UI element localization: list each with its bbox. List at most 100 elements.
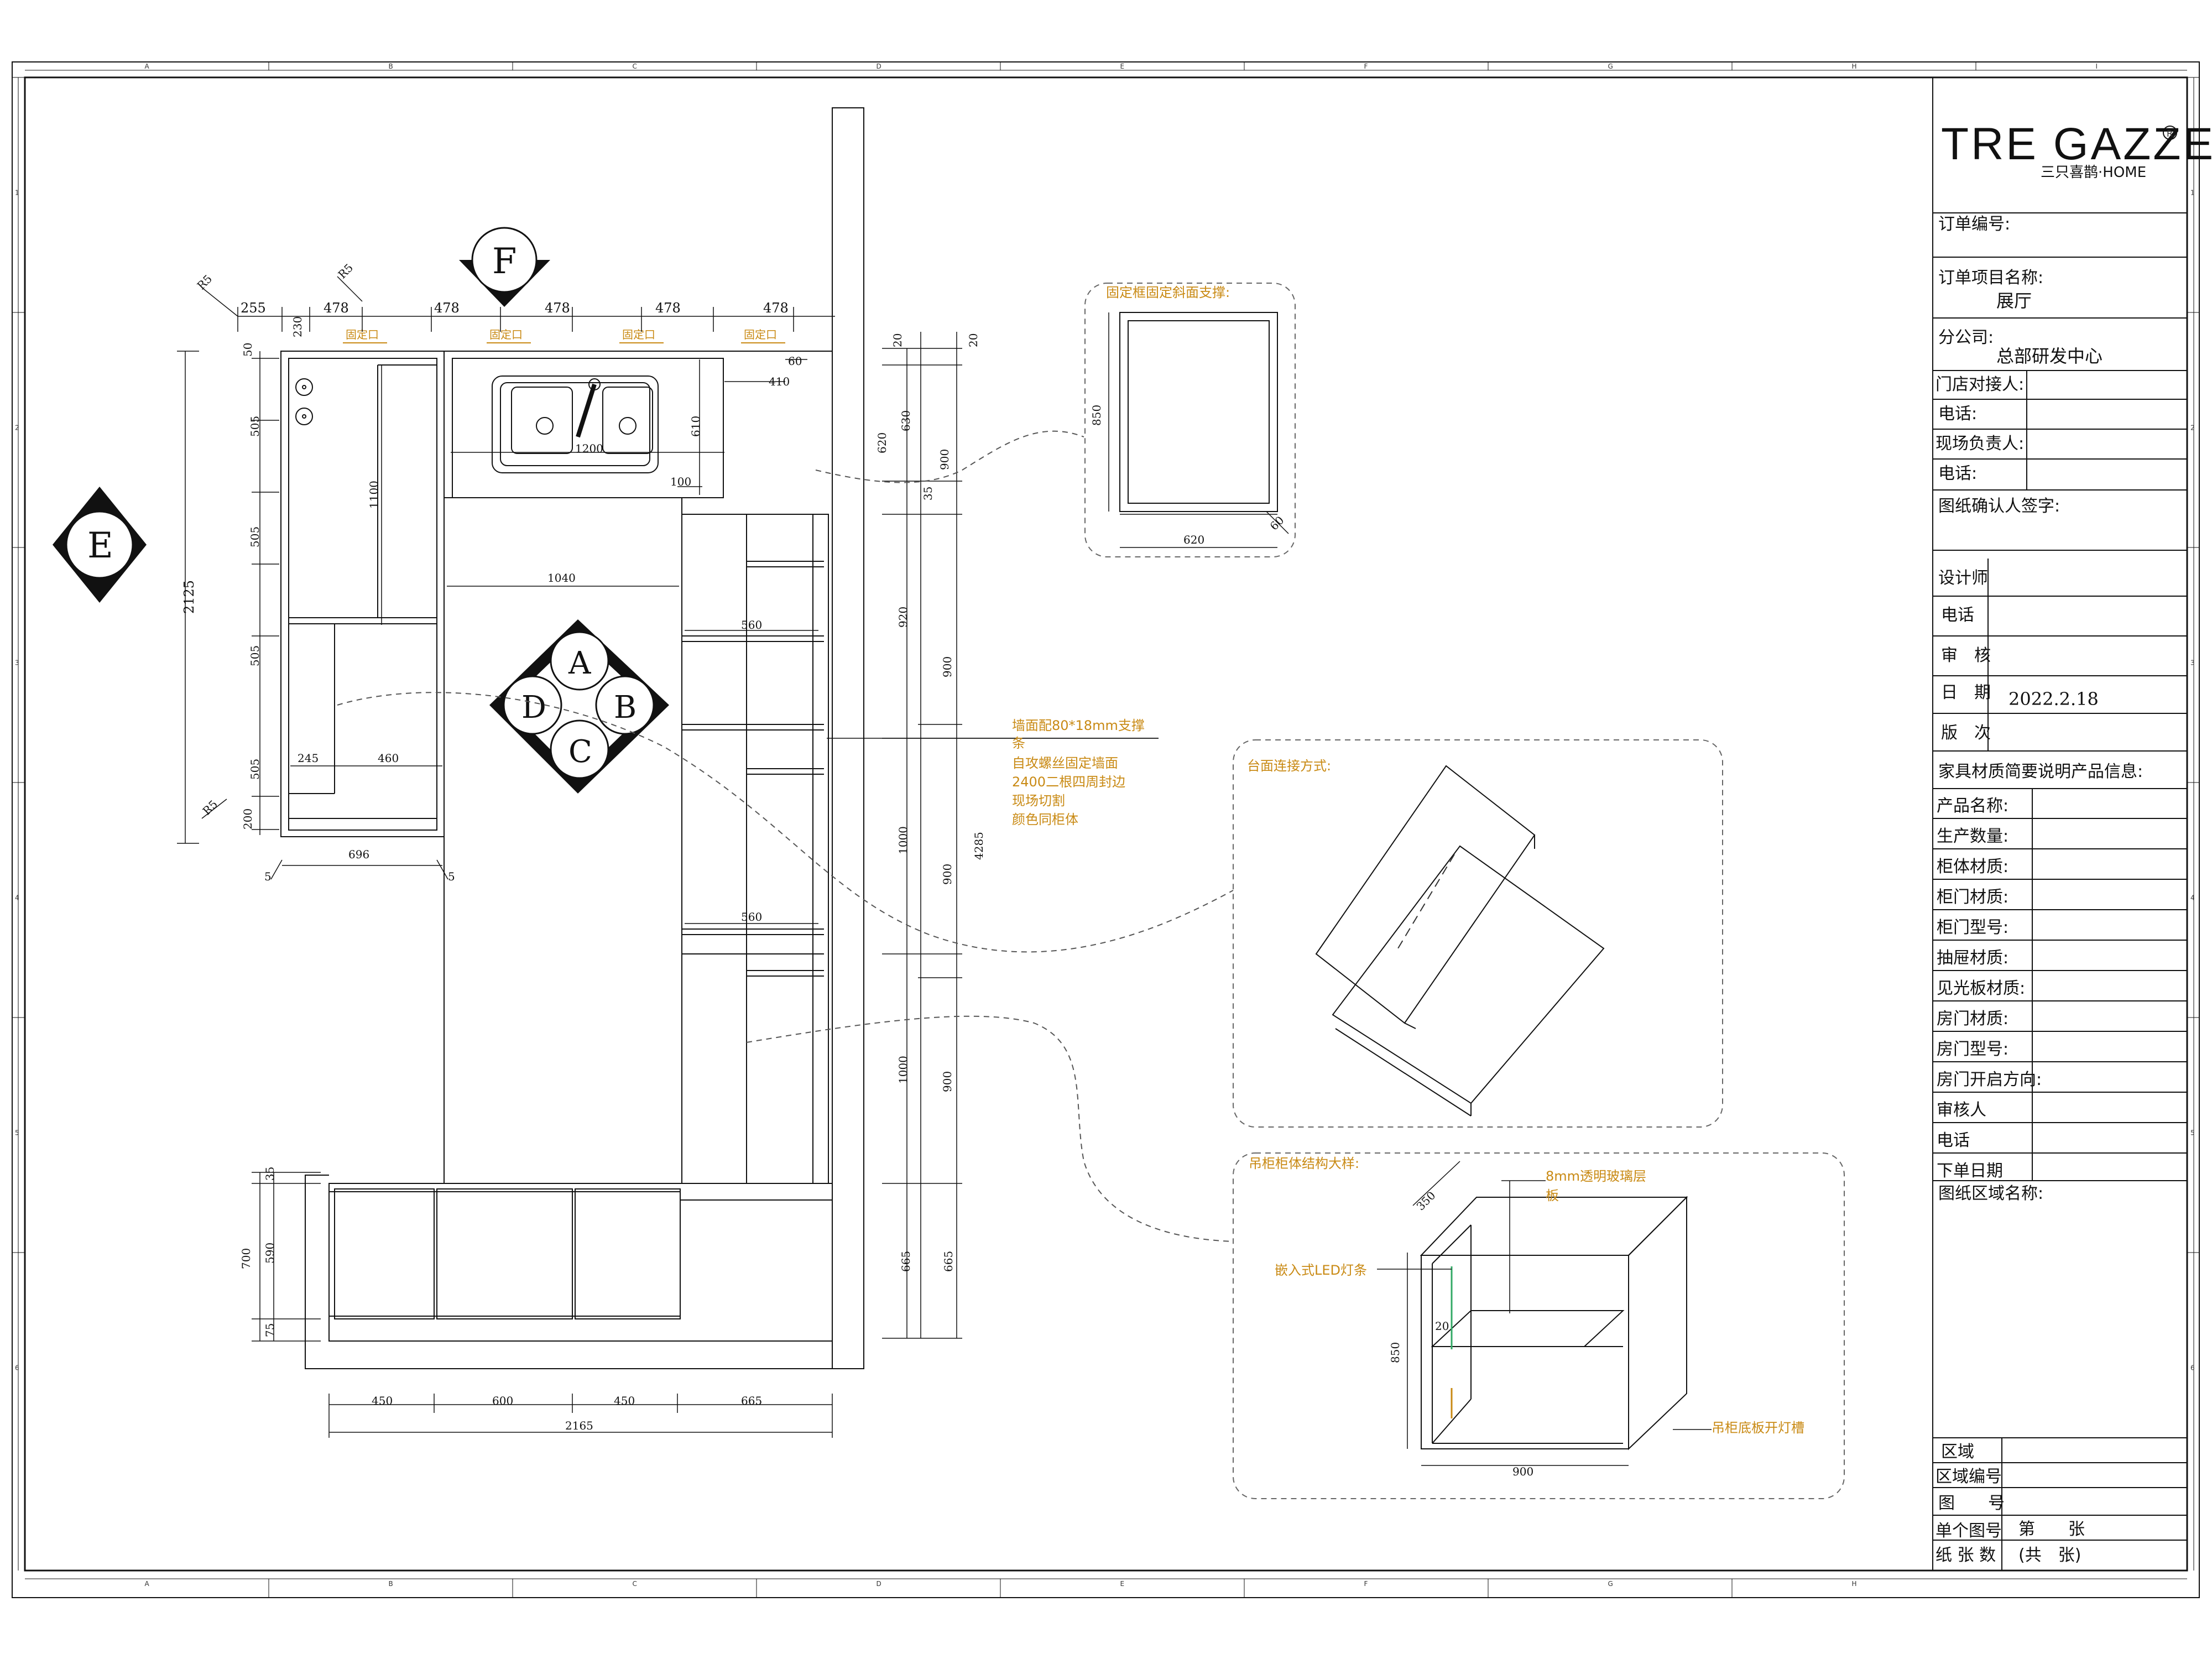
elevation-marker-abcd: A B C D xyxy=(489,619,669,794)
order-no-label: 订单编号: xyxy=(1938,215,2010,234)
ruler-top-E: E xyxy=(1120,62,1125,70)
branch-label: 分公司: xyxy=(1938,328,1994,347)
dim-bottom-665: 665 xyxy=(741,1394,762,1407)
bottom-dimension-lines xyxy=(328,1394,833,1438)
dim-560-1: 560 xyxy=(741,618,762,632)
title-block-field-12: 下单日期 xyxy=(1937,1161,2003,1181)
branch-value: 总部研发中心 xyxy=(1996,346,2103,367)
detail-3-frame xyxy=(1233,1152,1845,1499)
dim-bottom-450-2: 450 xyxy=(614,1394,635,1407)
dim-bottom-450-1: 450 xyxy=(372,1394,393,1407)
wall-note-line-4: 2400二根四周封边 xyxy=(1012,774,1125,790)
title-block-field-6: 见光板材质: xyxy=(1937,979,2025,998)
ruler-top-D: D xyxy=(877,62,881,70)
dim-top-478-2: 478 xyxy=(434,300,460,316)
ruler-right-2: 2 xyxy=(2190,424,2195,432)
logo-subtitle: 三只喜鹊·HOME xyxy=(2041,164,2146,181)
detail-3-glass-note-1: 8mm透明玻璃层 xyxy=(1546,1168,1646,1184)
dim-right-900-2: 900 xyxy=(941,656,954,677)
callout-connectors xyxy=(337,430,1234,1242)
dim-left-505-3: 505 xyxy=(248,645,262,666)
dim-right-900-1: 900 xyxy=(938,449,951,470)
dim-bl-590: 590 xyxy=(263,1243,276,1264)
site-manager-label: 现场负责人: xyxy=(1936,434,2024,453)
ruler-bottom-D: D xyxy=(877,1580,881,1588)
material-note-label: 家具材质简要说明产品信息: xyxy=(1938,762,2143,781)
dim-right-35: 35 xyxy=(921,487,935,500)
detail-3-groove-note: 吊柜底板开灯槽 xyxy=(1712,1420,1804,1436)
ruler-right-3: 3 xyxy=(2190,659,2195,667)
dim-1200: 1200 xyxy=(575,442,603,455)
detail-1-frame xyxy=(1084,283,1296,557)
phone-label-1: 电话: xyxy=(1938,404,1977,424)
designer-phone-label: 电话 xyxy=(1941,606,1974,625)
ruler-left-3: 3 xyxy=(15,659,19,667)
detail-2-title: 台面连接方式: xyxy=(1247,758,1331,774)
ruler-right-5: 5 xyxy=(2190,1129,2195,1137)
dim-right-620: 620 xyxy=(875,432,889,453)
elevation-a-letter: A xyxy=(568,645,591,681)
ruler-left-6: 6 xyxy=(15,1364,19,1372)
designer-label: 设计师 xyxy=(1938,568,1988,588)
detail-3-dim-350: 350 xyxy=(1414,1189,1438,1213)
detail-1-title: 固定框固定斜面支撑: xyxy=(1106,285,1230,300)
ruler-bottom-F: F xyxy=(1364,1580,1368,1588)
detail-3-dim-20: 20 xyxy=(1435,1319,1449,1333)
ruler-top-B: B xyxy=(389,62,393,70)
detail-3-title: 吊柜柜体结构大样: xyxy=(1249,1156,1359,1171)
top-dimension-lines xyxy=(201,276,835,332)
elevation-marker-e: E xyxy=(53,487,147,603)
fixed-label-4: 固定口 xyxy=(744,328,777,341)
area-name-label: 图纸区域名称: xyxy=(1938,1184,2043,1203)
fixed-label-3: 固定口 xyxy=(622,328,655,341)
detail-3-dim-900: 900 xyxy=(1512,1465,1533,1478)
title-block-field-5: 抽屉材质: xyxy=(1937,948,2008,968)
detail-1-dim-620: 620 xyxy=(1183,533,1204,546)
dim-left-505-4: 505 xyxy=(248,759,262,780)
dim-left-50: 50 xyxy=(241,343,254,357)
dim-right-630: 630 xyxy=(899,410,912,431)
ruler-left-4: 4 xyxy=(15,894,19,902)
dim-bl-35: 35 xyxy=(263,1167,276,1181)
date-value: 2022.2.18 xyxy=(2008,688,2099,709)
project-label: 订单项目名称: xyxy=(1938,268,2043,288)
phone-label-2: 电话: xyxy=(1938,464,1977,483)
drawing-no-label: 图 号 xyxy=(1938,1494,2005,1513)
detail-2-frame xyxy=(1233,739,1723,1128)
ruler-bottom-E: E xyxy=(1120,1580,1125,1588)
area-label: 区域 xyxy=(1941,1442,1974,1462)
detail-3-dim-850: 850 xyxy=(1389,1342,1402,1363)
detail-3-led-note: 嵌入式LED灯条 xyxy=(1275,1262,1367,1278)
dim-460: 460 xyxy=(378,752,399,765)
sheet-number: 第 张 xyxy=(2018,1520,2085,1539)
ruler-bottom-H: H xyxy=(1852,1580,1857,1588)
title-block-field-10: 审核人 xyxy=(1937,1100,1986,1120)
dim-top-230: 230 xyxy=(291,316,304,337)
ruler-top-I: I xyxy=(2096,62,2098,70)
title-block-field-3: 柜门材质: xyxy=(1937,888,2008,907)
elevation-c-letter: C xyxy=(568,734,592,770)
ruler-top-C: C xyxy=(633,62,637,70)
ruler-bottom-B: B xyxy=(389,1580,393,1588)
store-contact-label: 门店对接人: xyxy=(1936,375,2024,394)
wall-note-line-6: 颜色同柜体 xyxy=(1012,812,1078,827)
dim-bottom-600: 600 xyxy=(492,1394,513,1407)
ruler-top-H: H xyxy=(1852,62,1857,70)
elevation-f-letter: F xyxy=(492,241,517,282)
title-block-field-8: 房门型号: xyxy=(1937,1040,2008,1059)
single-no-label: 单个图号 xyxy=(1936,1521,2002,1541)
fixed-label-2: 固定口 xyxy=(489,328,523,341)
wall-note-line-5: 现场切割 xyxy=(1012,793,1065,808)
dim-left-505-2: 505 xyxy=(248,526,262,547)
dim-560-2: 560 xyxy=(741,910,762,924)
title-block xyxy=(1932,77,2187,1571)
dim-top-478-1: 478 xyxy=(324,300,349,316)
ruler-right-6: 6 xyxy=(2190,1364,2195,1372)
review-label: 审 核 xyxy=(1941,646,1991,665)
ruler-left-5: 5 xyxy=(15,1129,19,1137)
cabinet-plan xyxy=(280,107,864,1369)
dim-bl-75: 75 xyxy=(263,1323,276,1337)
dim-left-505-1: 505 xyxy=(248,416,262,437)
ruler-left-2: 2 xyxy=(15,424,19,432)
